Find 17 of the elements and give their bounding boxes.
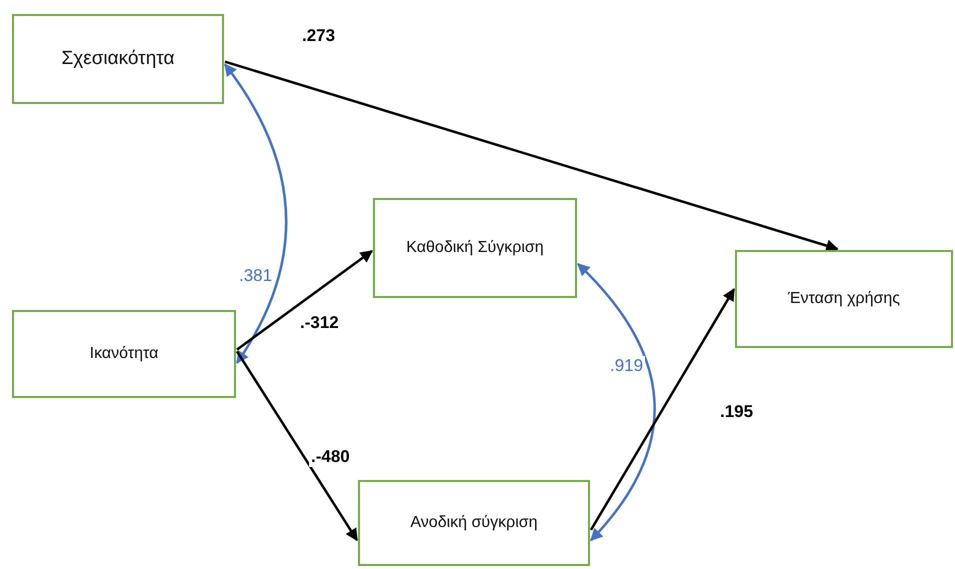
variable-box — [735, 250, 953, 348]
arrow — [224, 60, 839, 252]
variable-box — [373, 198, 577, 298]
double-headed-arrow — [224, 63, 288, 364]
double-headed-arrow — [577, 263, 656, 542]
variable-box — [12, 310, 236, 398]
variable-box — [358, 480, 590, 566]
path-coefficient: .-480 — [309, 447, 352, 467]
variable-name: Ανοδική σύγκριση — [410, 513, 538, 533]
arrow — [590, 288, 736, 531]
variable-box — [12, 14, 224, 104]
variable-name: Ικανότητα — [90, 344, 158, 364]
arrow — [236, 250, 373, 351]
variable-name: Σχεσιακότητα — [62, 46, 174, 71]
variable-name: Καθοδική Σύγκριση — [406, 238, 544, 258]
arrow — [236, 350, 358, 542]
variable-name: Ένταση χρήσης — [788, 289, 900, 309]
